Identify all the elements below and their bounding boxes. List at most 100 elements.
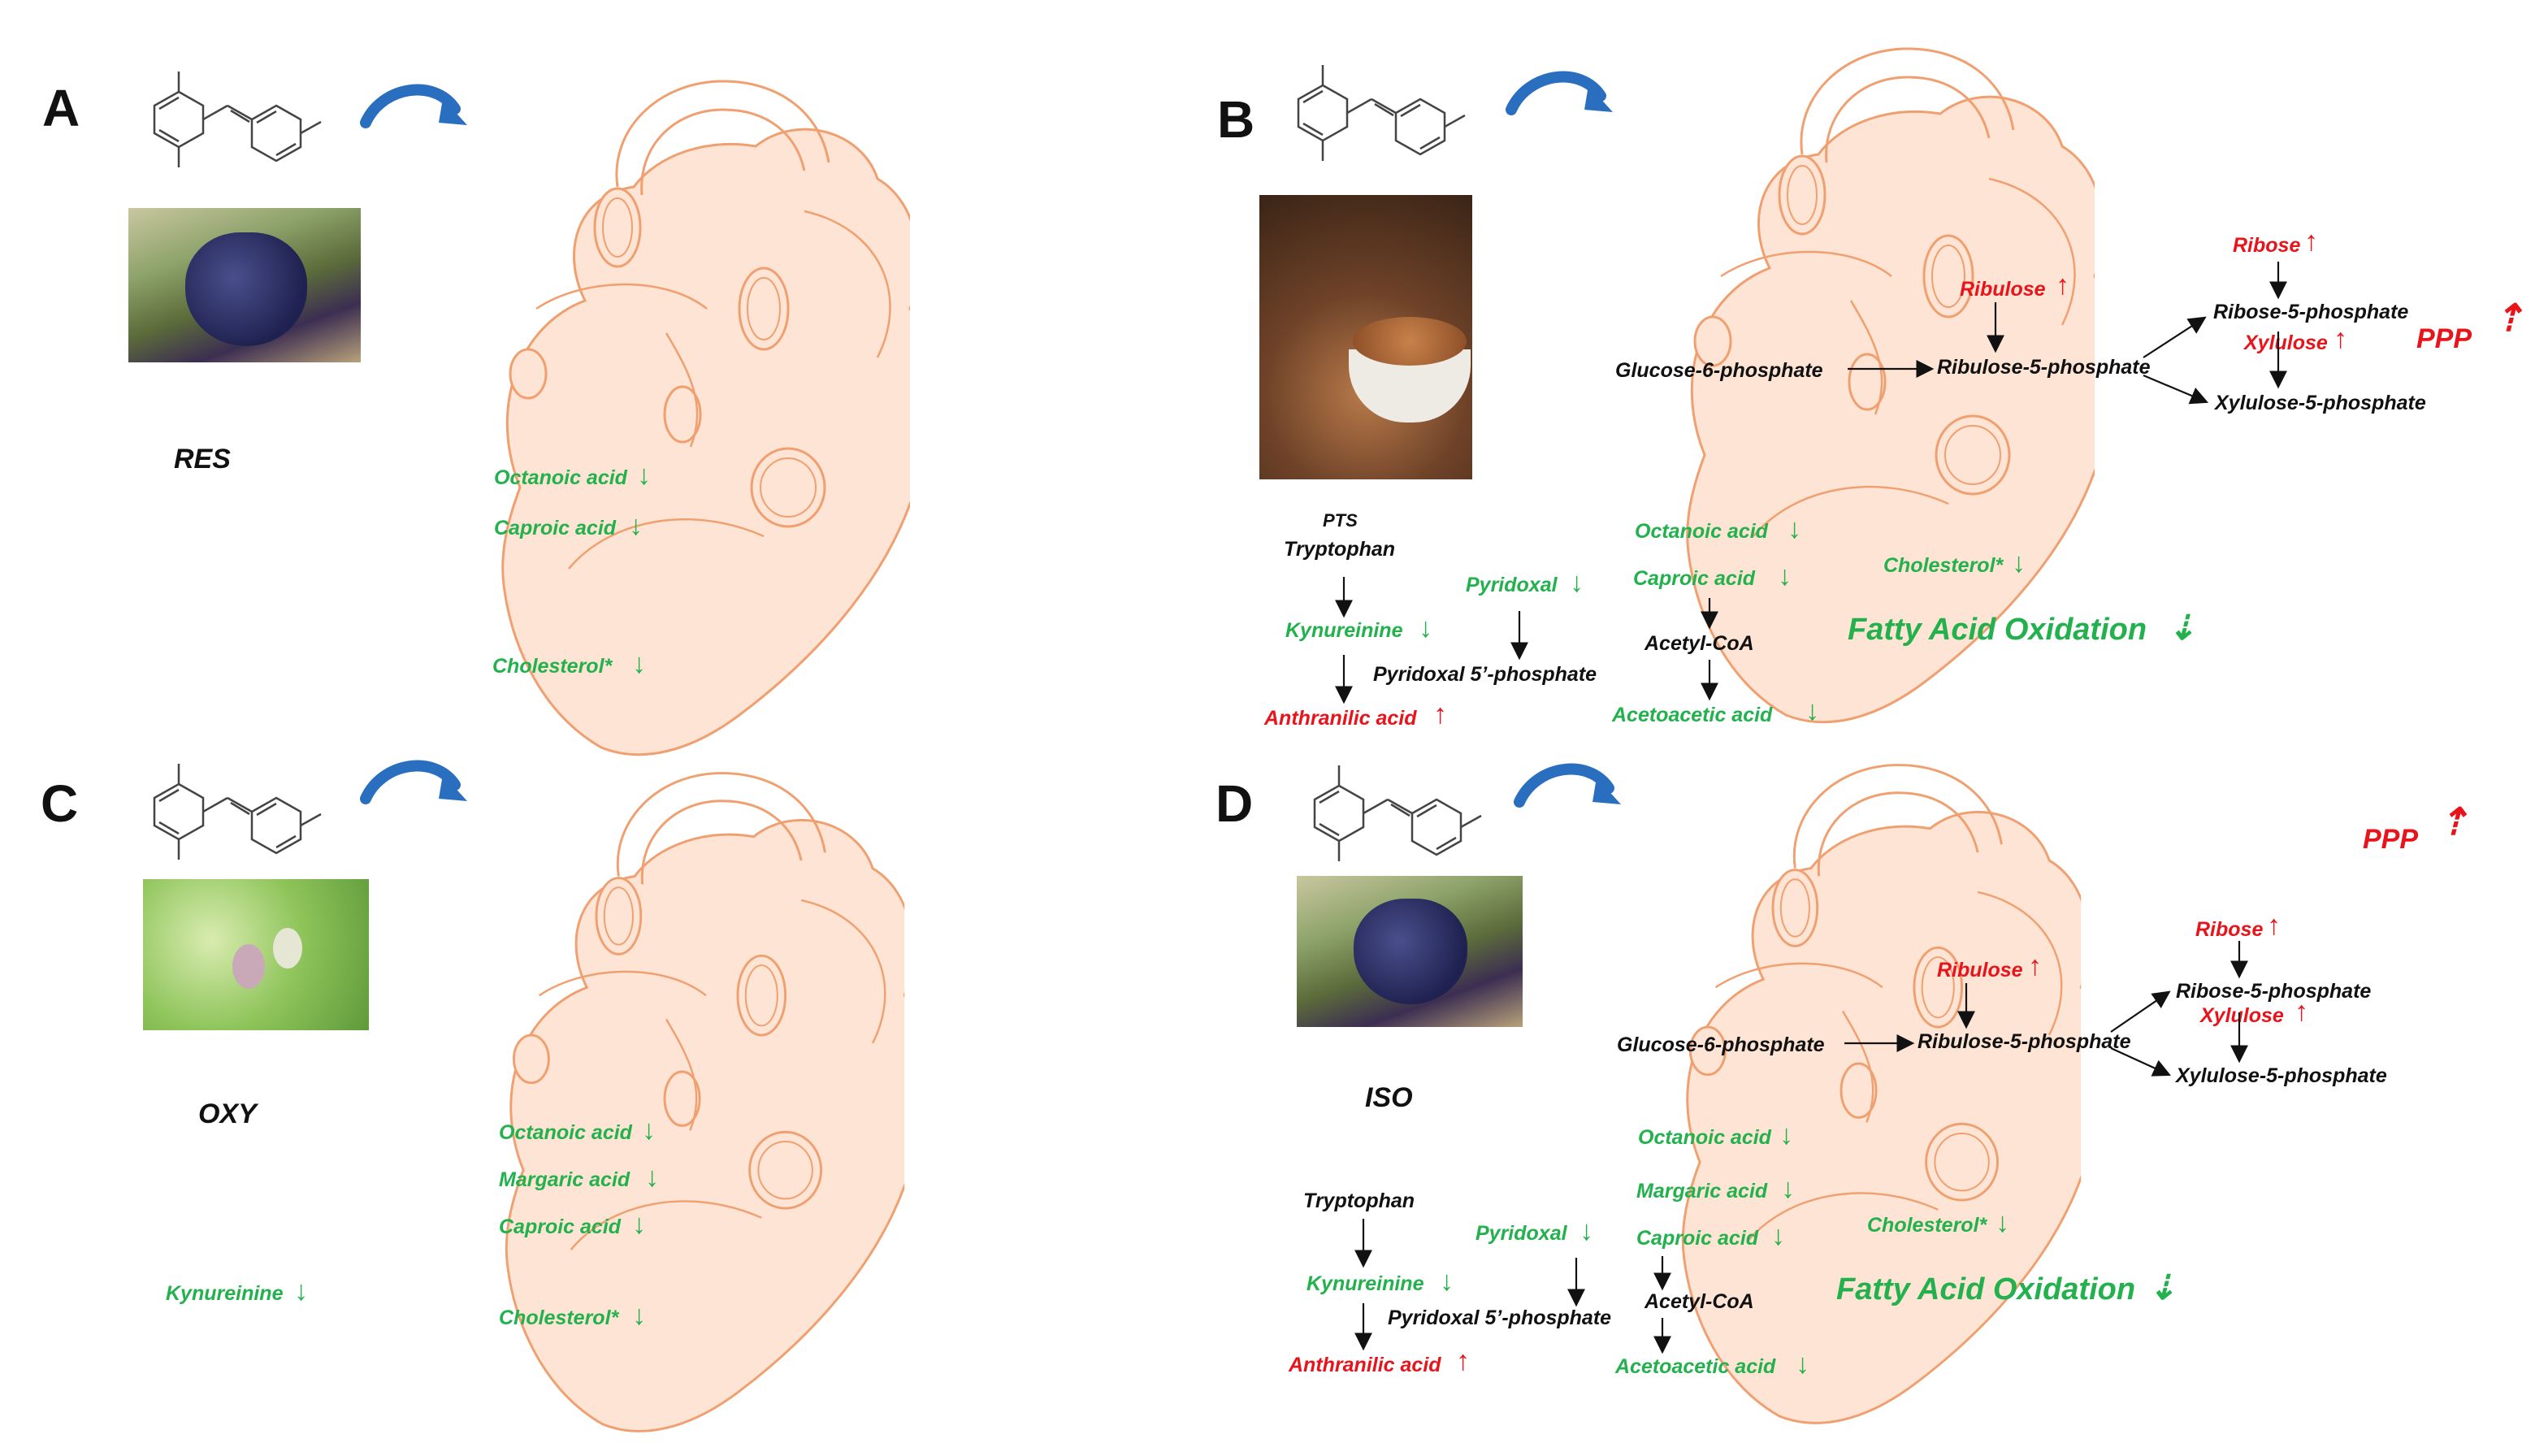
metabolite-label: Caproic acid: [499, 1216, 622, 1238]
down-arrow-icon: ↓: [1996, 1207, 2009, 1238]
dashed-up-arrow-icon: ⇡: [2438, 800, 2469, 843]
dashed-up-arrow-icon: ⇡: [2493, 297, 2524, 339]
pyridoxal-phosphate-label: Pyridoxal 5’-phosphate: [1373, 663, 1597, 686]
up-arrow-icon: ↑: [2056, 270, 2069, 301]
photo-grapes: [128, 208, 361, 362]
ribulose-label: Ribulose: [1960, 278, 2046, 301]
down-arrow-icon: ↓: [2012, 548, 2026, 578]
octanoic-label: Octanoic acid: [1638, 1126, 1771, 1149]
cholesterol-label: Cholesterol*: [1883, 554, 2004, 577]
down-arrow-icon: ↓: [294, 1276, 308, 1306]
down-arrow-icon: ↓: [1781, 1173, 1795, 1204]
dashed-down-arrow-icon: ⇣: [2168, 609, 2197, 647]
xylulose-5p-label: Xylulose-5-phosphate: [2215, 392, 2426, 414]
compound-name: ISO: [1365, 1082, 1413, 1113]
down-arrow-icon: ↓: [645, 1162, 659, 1193]
ribose-5p-label: Ribose-5-phosphate: [2213, 301, 2409, 323]
ribose-5p-label: Ribose-5-phosphate: [2176, 980, 2372, 1003]
photo-almonds: [1259, 195, 1472, 479]
up-arrow-icon: ↑: [2028, 951, 2042, 982]
metabolite-label: Octanoic acid: [494, 466, 627, 489]
metabolite-label: Cholesterol*: [499, 1306, 619, 1329]
tryptophan-label: Tryptophan: [1284, 538, 1396, 561]
acetyl-coa-label: Acetyl-CoA: [1644, 632, 1754, 655]
ppp-label: PPP: [2416, 323, 2472, 354]
glucose-6p-label: Glucose-6-phosphate: [1615, 359, 1823, 382]
panel-letter: D: [1216, 774, 1254, 833]
caproic-label: Caproic acid: [1633, 567, 1756, 590]
xylulose-5p-label: Xylulose-5-phosphate: [2176, 1064, 2387, 1087]
chemical-structure-oxyresveratrol: [122, 748, 366, 869]
margaric-label: Margaric acid: [1636, 1180, 1768, 1202]
down-arrow-icon: ↓: [632, 1300, 646, 1331]
down-arrow-icon: ↓: [1570, 567, 1584, 598]
pyridoxal-label: Pyridoxal: [1466, 574, 1558, 596]
pathway-arrows: [1354, 941, 2248, 1354]
heart-illustration: [422, 757, 910, 1456]
panel-a: A RES Octanoic acid ↓ Caproic acid ↓ Cho…: [0, 0, 1274, 725]
ribulose-label: Ribulose: [1937, 959, 2023, 982]
down-arrow-icon: ↓: [629, 510, 643, 541]
ribulose-5p-label: Ribulose-5-phosphate: [1937, 356, 2151, 379]
down-arrow-icon: ↓: [642, 1115, 656, 1146]
metabolite-label: Caproic acid: [494, 517, 617, 540]
up-arrow-icon: ↑: [2294, 996, 2308, 1027]
xylulose-label: Xylulose: [2244, 332, 2328, 354]
ppp-label: PPP: [2363, 824, 2419, 855]
photo-mulberry: [143, 879, 369, 1030]
octanoic-label: Octanoic acid: [1635, 520, 1768, 543]
up-arrow-icon: ↑: [2267, 910, 2281, 941]
compound-code: PTS: [1323, 510, 1358, 531]
compound-name: OXY: [198, 1098, 257, 1129]
panel-c: C OXY Octanoic acid ↓ Margaric acid ↓ Ca…: [0, 725, 1274, 1450]
chemical-structure-resveratrol: [122, 55, 366, 177]
photo-grapes: [1297, 876, 1523, 1027]
kynureinine-label: Kynureinine: [1306, 1272, 1424, 1295]
metabolite-label: Margaric acid: [499, 1168, 630, 1191]
fatty-acid-oxidation-label: Fatty Acid Oxidation: [1836, 1272, 2136, 1306]
dashed-down-arrow-icon: ⇣: [2148, 1268, 2178, 1306]
down-arrow-icon: ↓: [1779, 1120, 1793, 1150]
pyridoxal-phosphate-label: Pyridoxal 5’-phosphate: [1388, 1306, 1612, 1329]
panel-letter: B: [1217, 90, 1255, 149]
pyridoxal-label: Pyridoxal: [1476, 1222, 1567, 1245]
caproic-label: Caproic acid: [1636, 1227, 1759, 1250]
ribose-label: Ribose: [2233, 234, 2301, 257]
up-arrow-icon: ↑: [2334, 323, 2347, 354]
down-arrow-icon: ↓: [1580, 1216, 1593, 1246]
metabolite-label: Octanoic acid: [499, 1121, 632, 1144]
panel-b: B PTS Tryptophan Kynureinine ↓ Anthranil…: [1217, 0, 2548, 730]
down-arrow-icon: ↓: [637, 460, 651, 491]
anthranilic-label: Anthranilic acid: [1264, 707, 1417, 730]
glucose-6p-label: Glucose-6-phosphate: [1617, 1034, 1825, 1056]
down-arrow-icon: ↓: [1778, 561, 1792, 592]
down-arrow-icon: ↓: [1805, 696, 1819, 726]
tryptophan-label: Tryptophan: [1303, 1190, 1415, 1212]
acetyl-coa-label: Acetyl-CoA: [1644, 1290, 1754, 1313]
panel-letter: C: [41, 774, 79, 833]
fatty-acid-oxidation-label: Fatty Acid Oxidation: [1848, 613, 2147, 647]
metabolite-label: Cholesterol*: [492, 655, 613, 678]
panel-d: D ISO Tryptophan Kynureinine ↓ Anthranil…: [1216, 725, 2548, 1450]
ribose-label: Ribose: [2195, 918, 2264, 941]
down-arrow-icon: ↓: [1788, 514, 1801, 544]
down-arrow-icon: ↓: [1440, 1266, 1454, 1297]
acetoacetic-label: Acetoacetic acid: [1612, 704, 1773, 726]
cholesterol-label: Cholesterol*: [1867, 1214, 1987, 1237]
pathway-arrows: [1335, 262, 2287, 704]
compound-name: RES: [174, 444, 231, 474]
kynureinine-label: Kynureinine: [166, 1282, 284, 1305]
ribulose-5p-label: Ribulose-5-phosphate: [1918, 1030, 2131, 1053]
up-arrow-icon: ↑: [1433, 699, 1447, 730]
up-arrow-icon: ↑: [2304, 226, 2318, 257]
down-arrow-icon: ↓: [632, 1209, 646, 1240]
acetoacetic-label: Acetoacetic acid: [1615, 1355, 1776, 1378]
xylulose-label: Xylulose: [2200, 1004, 2284, 1027]
anthranilic-label: Anthranilic acid: [1289, 1354, 1441, 1376]
up-arrow-icon: ↑: [1456, 1346, 1470, 1376]
down-arrow-icon: ↓: [1796, 1349, 1809, 1380]
panel-letter: A: [42, 79, 80, 137]
down-arrow-icon: ↓: [632, 648, 646, 679]
down-arrow-icon: ↓: [1419, 613, 1432, 644]
down-arrow-icon: ↓: [1771, 1220, 1785, 1251]
